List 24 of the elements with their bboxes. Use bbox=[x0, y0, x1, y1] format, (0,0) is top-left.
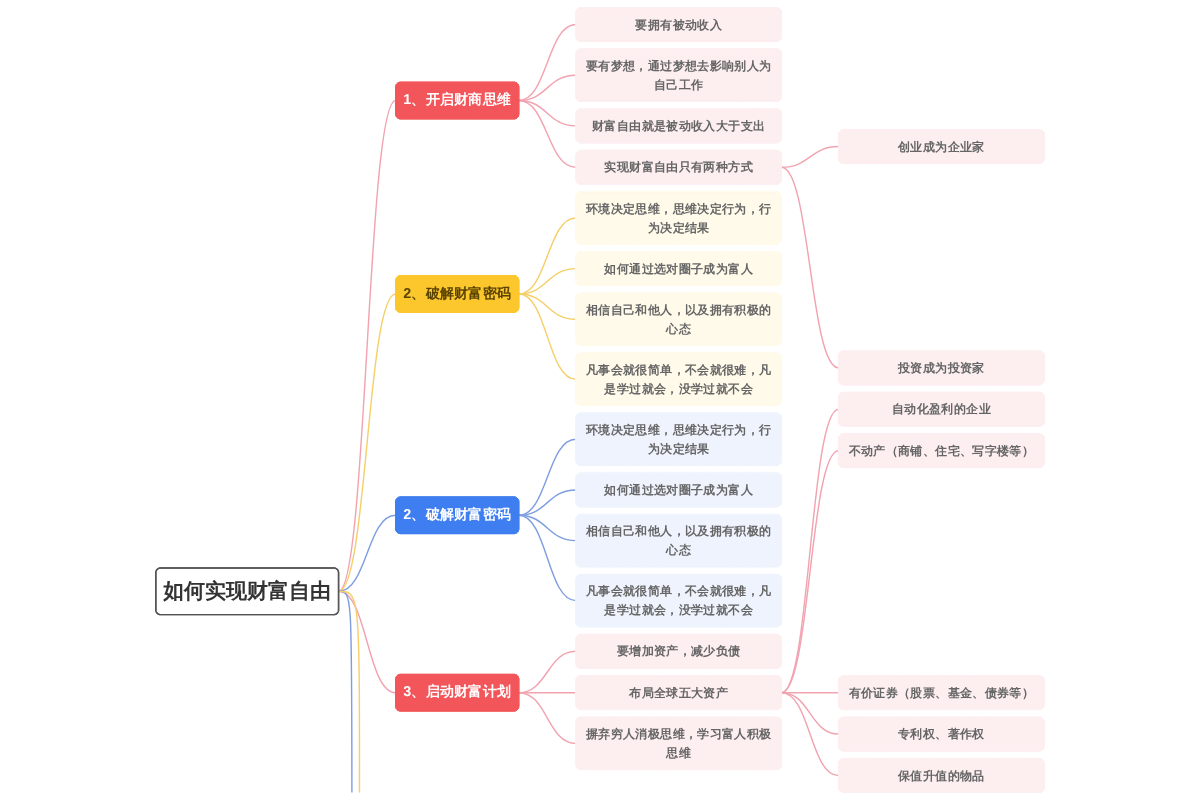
connector bbox=[780, 145, 840, 168]
connector bbox=[518, 489, 577, 516]
connector bbox=[518, 650, 577, 694]
connector bbox=[518, 99, 577, 127]
connector bbox=[518, 691, 577, 745]
connector bbox=[337, 99, 397, 593]
connector bbox=[518, 74, 577, 102]
connector bbox=[337, 590, 353, 794]
connector bbox=[518, 691, 577, 694]
connector bbox=[518, 99, 577, 168]
connector bbox=[337, 514, 397, 593]
connector bbox=[518, 514, 577, 542]
connector bbox=[518, 438, 577, 516]
connector bbox=[780, 166, 840, 369]
connector bbox=[337, 590, 361, 794]
connector bbox=[518, 267, 577, 295]
connector bbox=[780, 691, 840, 777]
connector bbox=[518, 217, 577, 295]
connector bbox=[518, 23, 577, 102]
connector bbox=[518, 293, 577, 380]
connector bbox=[518, 514, 577, 602]
connector bbox=[780, 691, 840, 735]
connector bbox=[337, 293, 397, 593]
connector bbox=[518, 293, 577, 321]
